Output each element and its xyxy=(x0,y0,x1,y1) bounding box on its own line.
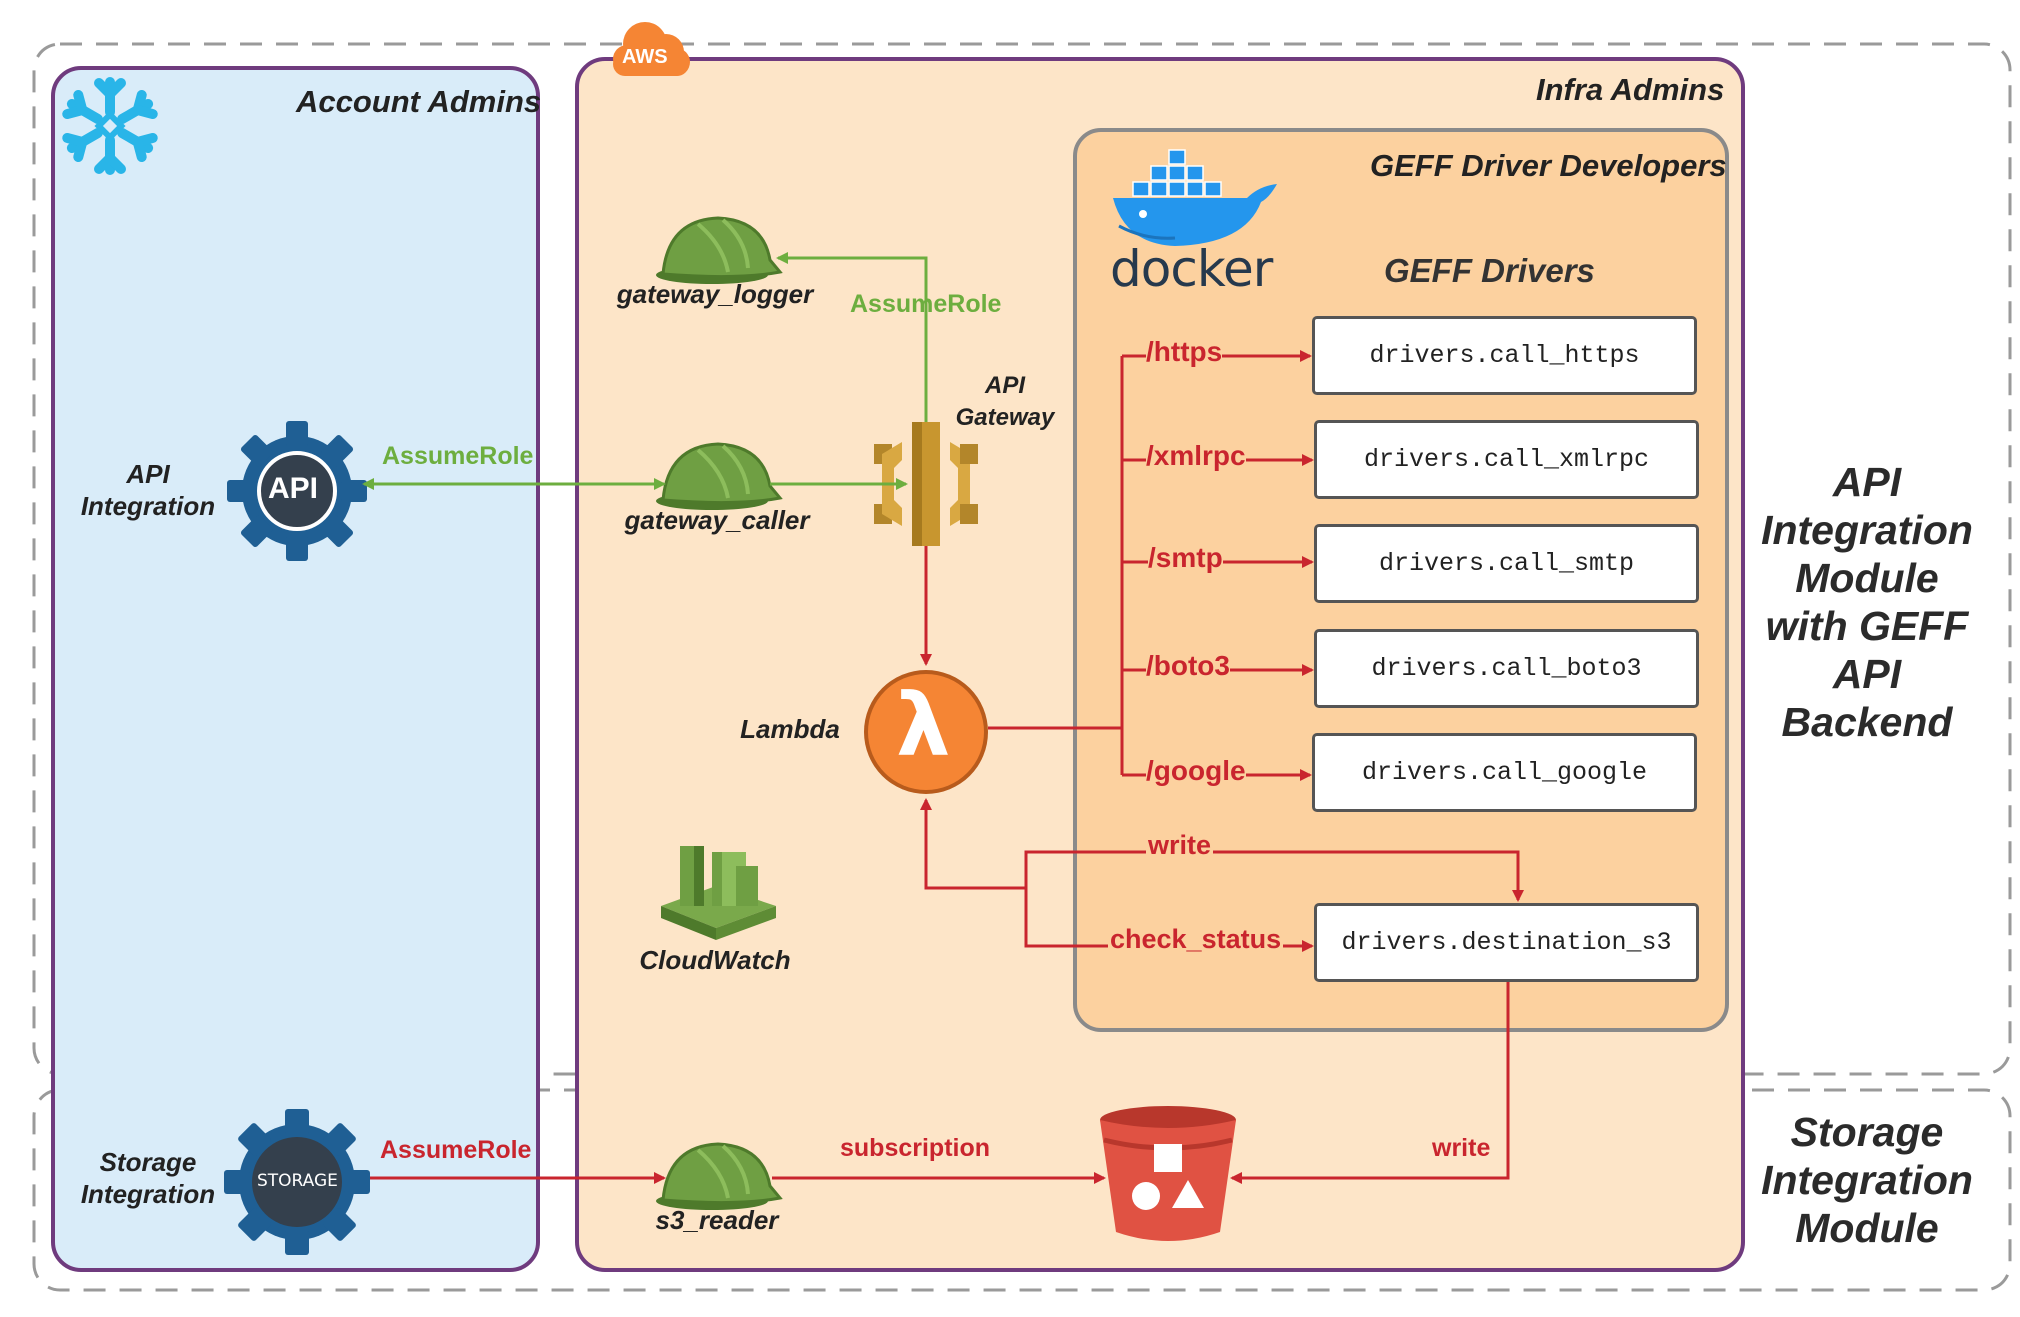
infra-admins-title: Infra Admins xyxy=(1536,72,1725,107)
s3-bucket-icon xyxy=(1100,1106,1236,1241)
route-smtp: /smtp xyxy=(1148,542,1223,574)
assume-role-storage-label: AssumeRole xyxy=(380,1136,532,1164)
gateway-caller-label: gateway_caller xyxy=(624,505,810,535)
account-admins-group xyxy=(51,66,540,1272)
api-integration-label: API Integration xyxy=(80,459,216,521)
storage-icon-label: STORAGE xyxy=(257,1171,338,1191)
api-gateway-icon xyxy=(874,422,978,546)
driver-call-google: drivers.call_google xyxy=(1312,733,1697,812)
subscription-label: subscription xyxy=(840,1134,991,1162)
geff-drivers-title: GEFF Drivers xyxy=(1384,252,1595,289)
cloudwatch-label: CloudWatch xyxy=(639,945,791,975)
cloudwatch-icon xyxy=(661,846,776,940)
api-gateway-label: API Gateway xyxy=(955,372,1055,431)
driver-call-smtp: drivers.call_smtp xyxy=(1314,524,1699,603)
lambda-symbol: λ xyxy=(896,676,951,776)
write-s3-label: write xyxy=(1146,830,1214,861)
driver-call-boto3: drivers.call_boto3 xyxy=(1314,629,1699,708)
api-integration-gear-icon xyxy=(227,421,367,561)
account-admins-title: Account Admins xyxy=(296,84,542,119)
edge-destination-to-lambda xyxy=(920,798,1026,890)
edge-write-to-destination xyxy=(1024,850,1524,902)
driver-destination-s3: drivers.destination_s3 xyxy=(1314,903,1699,982)
edge-destination-write-bucket xyxy=(1230,982,1510,1184)
storage-integration-label: Storage Integration xyxy=(80,1147,216,1209)
edge-gateway-to-logger xyxy=(776,252,928,422)
assume-role-logger-label: AssumeRole xyxy=(850,290,1002,318)
storage-module-boundary xyxy=(32,1088,2012,1292)
gateway-caller-helmet-icon xyxy=(656,442,783,510)
driver-call-https: drivers.call_https xyxy=(1312,316,1697,395)
gateway-logger-label: gateway_logger xyxy=(616,279,814,309)
route-boto3: /boto3 xyxy=(1146,650,1230,682)
route-google: /google xyxy=(1146,755,1246,787)
geff-developers-title: GEFF Driver Developers xyxy=(1370,148,1727,183)
driver-call-xmlrpc: drivers.call_xmlrpc xyxy=(1314,420,1699,499)
route-xmlrpc: /xmlrpc xyxy=(1146,440,1246,472)
route-https: /https xyxy=(1146,336,1223,368)
write-bucket-label: write xyxy=(1432,1134,1491,1162)
storage-module-title: Storage Integration Module xyxy=(1761,1109,1973,1251)
gateway-logger-helmet-icon xyxy=(656,216,783,284)
docker-whale-icon xyxy=(1113,149,1277,246)
check-status-label: check_status xyxy=(1108,924,1284,955)
storage-integration-gear-icon xyxy=(224,1109,370,1255)
lambda-icon xyxy=(864,670,988,794)
api-icon-label: API xyxy=(268,472,319,505)
s3-reader-label: s3_reader xyxy=(655,1205,779,1235)
s3-reader-helmet-icon xyxy=(656,1142,783,1210)
lambda-label: Lambda xyxy=(740,714,840,744)
aws-cloud-icon xyxy=(613,22,690,76)
snowflake-icon xyxy=(66,77,153,170)
aws-badge: AWS xyxy=(622,46,668,68)
docker-logo-text: docker xyxy=(1110,240,1273,298)
assume-role-api-label: AssumeRole xyxy=(382,442,534,470)
api-module-title: API Integration Module with GEFF API Bac… xyxy=(1761,459,1973,745)
